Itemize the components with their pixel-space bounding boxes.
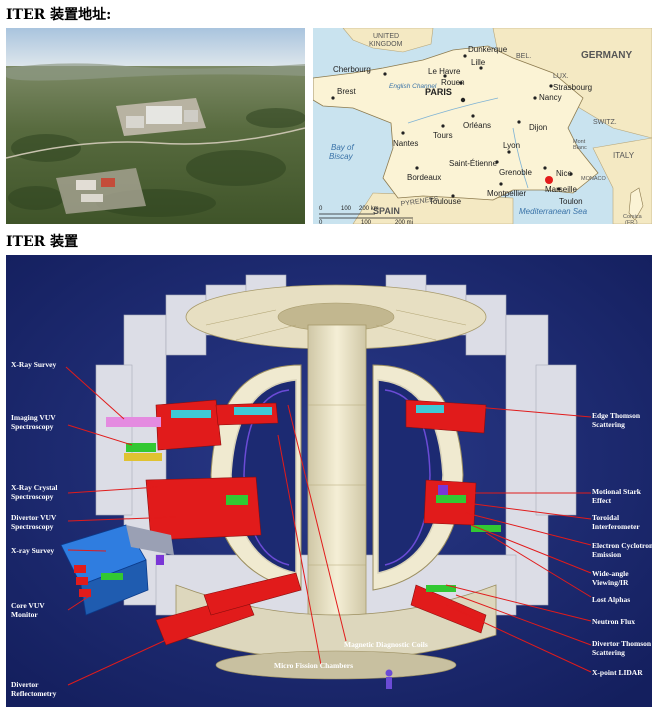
svg-text:0: 0 [319,220,323,224]
label-motional-stark-effect: Motional Stark Effect [592,487,641,506]
svg-text:Bay of: Bay of [331,143,354,152]
svg-text:English Channel: English Channel [389,83,437,90]
svg-text:Brest: Brest [337,87,356,96]
svg-text:GERMANY: GERMANY [581,50,632,61]
svg-text:SPAIN: SPAIN [373,206,400,216]
label-divertor-vuv-spectroscopy: Divertor VUV Spectroscopy [11,513,57,532]
site-heading: ITER 装置地址: [6,7,112,23]
svg-text:Strasbourg: Strasbourg [553,83,592,92]
svg-text:Mediterranean Sea: Mediterranean Sea [519,207,588,216]
svg-text:Corsica: Corsica [623,214,643,220]
site-aerial-photo [6,28,305,224]
iter-tokamak-diagram: X-Ray Survey Imaging VUV Spectroscopy X-… [6,255,652,707]
label-divertor-reflectometry: Divertor Reflectometry [11,680,57,699]
svg-text:0: 0 [319,206,323,212]
svg-text:Orléans: Orléans [463,121,491,130]
svg-text:KINGDOM: KINGDOM [369,41,403,48]
svg-text:Tours: Tours [433,131,453,140]
label-core-vuv-monitor: Core VUV Monitor [11,601,45,620]
svg-text:(FR.): (FR.) [625,220,638,224]
svg-text:Rouen: Rouen [441,78,465,87]
svg-text:LUX.: LUX. [553,73,569,80]
svg-text:200 mi: 200 mi [395,220,413,224]
svg-text:SWITZ.: SWITZ. [593,119,617,126]
svg-text:100: 100 [361,220,372,224]
svg-text:Bordeaux: Bordeaux [407,173,441,182]
svg-text:Nancy: Nancy [539,93,562,102]
label-x-ray-crystal-spectroscopy: X-Ray Crystal Spectroscopy [11,483,58,502]
svg-text:Toulouse: Toulouse [429,197,462,206]
svg-text:Blanc: Blanc [573,145,587,151]
label-imaging-vuv-spectroscopy: Imaging VUV Spectroscopy [11,413,56,432]
label-electron-cyclotron-emission: Electron Cyclotron Emission [592,541,652,560]
label-edge-thomson-scattering: Edge Thomson Scattering [592,411,641,430]
svg-text:ITALY: ITALY [613,151,635,160]
svg-text:Nantes: Nantes [393,139,418,148]
svg-text:Dunkerque: Dunkerque [468,45,508,54]
svg-text:Le Havre: Le Havre [428,67,461,76]
label-wide-angle-viewing-ir: Wide-angle Viewing/IR [592,569,629,588]
svg-text:PARIS: PARIS [425,87,452,97]
svg-text:BEL.: BEL. [516,53,531,60]
svg-text:Montpellier: Montpellier [487,189,526,198]
label-micro-fission-chambers: Micro Fission Chambers [274,661,354,670]
svg-text:Saint-Étienne: Saint-Étienne [449,159,498,168]
device-heading: ITER 装置 [6,234,79,250]
svg-text:Nice: Nice [556,169,573,178]
svg-text:MONACO: MONACO [581,176,606,182]
label-magnetic-diagnostic-coils: Magnetic Diagnostic Coils [344,640,428,649]
svg-text:Dijon: Dijon [529,123,547,132]
svg-text:Toulon: Toulon [559,197,583,206]
svg-text:Lyon: Lyon [503,141,520,150]
svg-text:Cherbourg: Cherbourg [333,65,371,74]
label-x-ray-survey-2: X-ray Survey [11,546,55,555]
label-divertor-thomson-scattering: Divertor Thomson Scattering [592,639,652,658]
svg-text:Grenoble: Grenoble [499,168,532,177]
label-neutron-flux: Neutron Flux [592,617,635,626]
svg-text:Mont: Mont [573,139,586,145]
france-map: UNITED KINGDOM GERMANY BEL. LUX. SWITZ. … [313,28,652,224]
svg-text:Lille: Lille [471,58,486,67]
label-toroidal-interferometer: Toroidal Interferometer [592,513,640,532]
label-x-ray-survey: X-Ray Survey [11,360,57,369]
label-x-point-lidar: X-point LIDAR [592,668,643,677]
svg-text:100: 100 [341,206,352,212]
label-lost-alphas: Lost Alphas [592,595,631,604]
svg-text:200 km: 200 km [359,206,379,212]
svg-text:Marseille: Marseille [545,185,578,194]
svg-text:Biscay: Biscay [329,152,354,161]
svg-text:UNITED: UNITED [373,33,399,40]
